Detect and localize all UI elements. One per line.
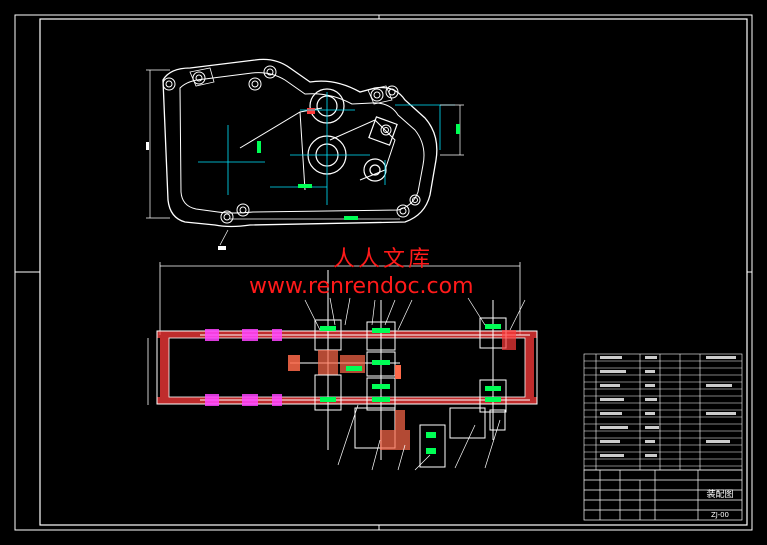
dimension-lines-white: [146, 69, 464, 246]
gear-stack-right: [479, 317, 516, 413]
drawing-number: ZJ-00: [711, 511, 729, 519]
seal-marker: [307, 108, 315, 114]
housing-top-view: [162, 58, 438, 228]
drawing-title: 装配图: [706, 488, 733, 500]
dimension-text-marks: [146, 124, 460, 250]
sheet-border: [14, 14, 753, 531]
leader-lines: [304, 297, 526, 471]
gear-stack-middle: [366, 321, 401, 411]
title-block: [583, 469, 743, 521]
shaft-end-caps: [205, 329, 300, 406]
lower-mechanism: [354, 407, 506, 468]
parts-list-table: [583, 353, 743, 471]
bolt-holes: [162, 65, 421, 224]
parts-list-text-marks: [600, 356, 736, 457]
dimensions-top-view: [198, 92, 455, 205]
watermark-chinese: 人人文库: [333, 247, 434, 272]
gear-stack-left: [314, 319, 365, 411]
overall-length-dimension: [147, 262, 521, 405]
watermark-url: www.renrendoc.com: [249, 274, 474, 299]
housing-outer-contour: [162, 58, 438, 228]
